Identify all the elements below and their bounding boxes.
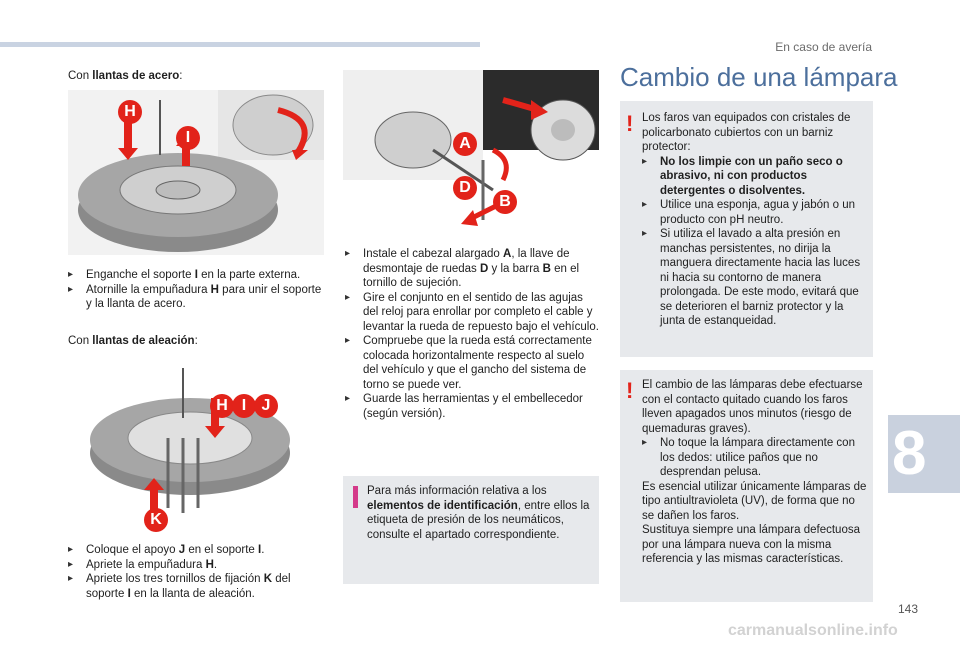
info-text: Para más información relativa a los elem… <box>367 485 590 541</box>
label-b-badge: B <box>493 190 517 214</box>
label-h-badge: H <box>118 100 142 124</box>
list-item: ▸Apriete la empuñadura H. <box>68 558 218 571</box>
steel-heading: Con llantas de acero: <box>68 70 183 82</box>
header-bar <box>0 42 480 47</box>
bullet-icon: ▸ <box>68 558 74 570</box>
alloy-wheel-illustration: H I J K <box>68 358 324 534</box>
warning-paragraph: Es esencial utilizar únicamente lámparas… <box>642 480 867 522</box>
winch-illustration: A D B <box>343 70 599 235</box>
page-number: 143 <box>898 602 919 616</box>
list-item: ▸Enganche el soporte I en la parte exter… <box>68 269 301 281</box>
label-k-badge: K <box>144 508 168 532</box>
list-item: ▸Guarde las herramientas y el embelleced… <box>345 393 583 420</box>
warning-paragraph: Sustituya siempre una lámpara defectuosa… <box>642 524 860 565</box>
bullet-icon: ▸ <box>345 393 351 404</box>
bullet-icon: ▸ <box>68 283 74 295</box>
warning-icon: ! <box>626 378 634 403</box>
steel-instructions: ▸Enganche el soporte I en la parte exter… <box>68 268 324 312</box>
list-item: ▸Instale el cabezal alargado A, la llave… <box>345 248 580 289</box>
list-item: ▸Si utiliza el lavado a alta presión en … <box>642 228 861 327</box>
list-item: ▸Apriete los tres tornillos de fijación … <box>68 573 291 600</box>
alloy-heading: Con llantas de aleación: <box>68 335 198 347</box>
list-item: ▸No los limpie con un paño seco o abrasi… <box>642 155 843 197</box>
warning-content: El cambio de las lámparas debe efectuars… <box>642 378 870 567</box>
warning-box-lamp-change: ! El cambio de las lámparas debe efectua… <box>620 370 873 602</box>
section-title: En caso de avería <box>775 40 872 54</box>
list-item: ▸Gire el conjunto en el sentido de las a… <box>345 291 599 333</box>
label-d-badge: D <box>453 176 477 200</box>
info-callout: Para más información relativa a los elem… <box>343 476 599 584</box>
bullet-icon: ▸ <box>345 248 351 259</box>
list-item: ▸No toque la lámpara directamente con lo… <box>642 437 855 478</box>
bullet-icon: ▸ <box>642 199 648 210</box>
bullet-icon: ▸ <box>68 573 74 584</box>
list-item: ▸Compruebe que la rueda está correctamen… <box>345 335 592 391</box>
bullet-icon: ▸ <box>345 291 351 303</box>
label-i-badge: I <box>232 394 256 418</box>
bullet-icon: ▸ <box>642 155 648 167</box>
bullet-icon: ▸ <box>345 335 351 346</box>
label-a-badge: A <box>453 132 477 156</box>
warning-intro: Los faros van equipados con cristales de… <box>642 112 851 153</box>
label-i-badge: I <box>176 126 200 150</box>
warning-icon: ! <box>626 111 634 136</box>
bullet-icon: ▸ <box>68 544 74 555</box>
page-heading: Cambio de una lámpara <box>620 62 898 92</box>
list-item: ▸Coloque el apoyo J en el soporte I. <box>68 544 265 556</box>
label-h-badge: H <box>210 394 234 418</box>
list-item: ▸Utilice una esponja, agua y jabón o un … <box>642 199 856 226</box>
bullet-icon: ▸ <box>642 228 648 239</box>
alloy-instructions: ▸Coloque el apoyo J en el soporte I. ▸Ap… <box>68 543 326 601</box>
chapter-number: 8 <box>892 419 927 488</box>
warning-box-headlamp-care: ! Los faros van equipados con cristales … <box>620 101 873 357</box>
info-icon <box>353 486 358 508</box>
winch-instructions: ▸Instale el cabezal alargado A, la llave… <box>345 247 601 421</box>
warning-content: Los faros van equipados con cristales de… <box>642 111 868 329</box>
steel-wheel-illustration: H I <box>68 90 324 255</box>
list-item: ▸Atornille la empuñadura H para unir el … <box>68 283 322 311</box>
warning-intro: El cambio de las lámparas debe efectuars… <box>642 379 863 435</box>
bullet-icon: ▸ <box>68 269 74 280</box>
label-j-badge: J <box>254 394 278 418</box>
bullet-icon: ▸ <box>642 437 648 448</box>
footer-watermark: carmanualsonline.info <box>728 622 898 639</box>
chapter-tab <box>888 415 960 493</box>
